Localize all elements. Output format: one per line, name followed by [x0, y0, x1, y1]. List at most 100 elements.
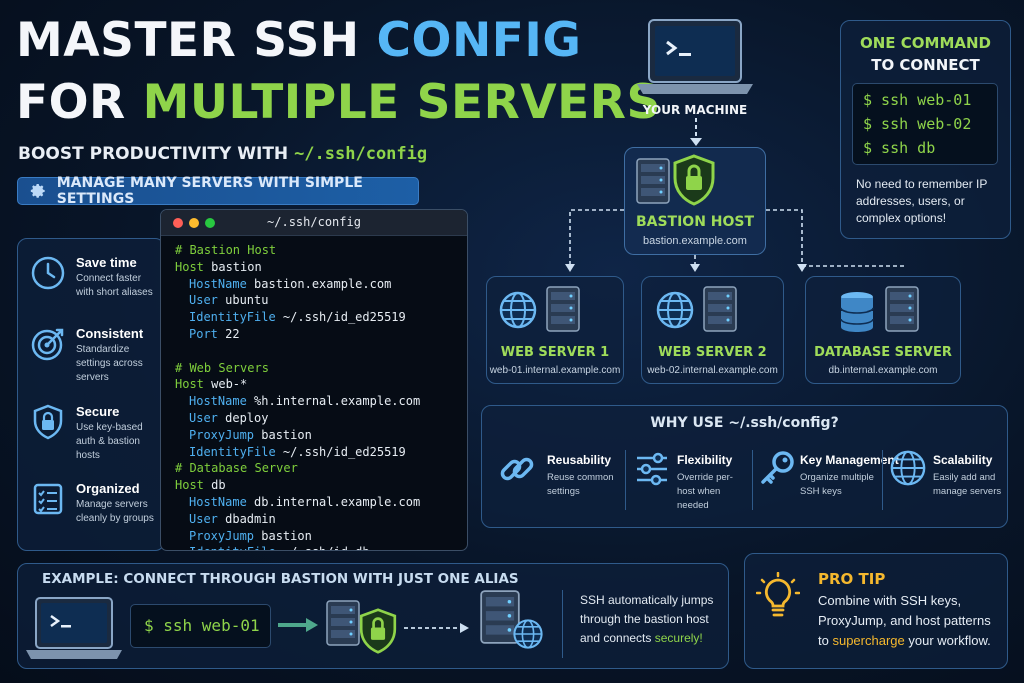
one-command-title: ONE COMMAND	[859, 34, 991, 52]
why-item-title: Reusability	[547, 453, 612, 467]
dashed-arrow-right	[404, 623, 469, 633]
bastion-label: BASTION HOST	[635, 214, 755, 230]
config-value: bastion.example.com	[246, 276, 392, 291]
title-line-2: FOR MULTIPLE SERVERS	[16, 78, 661, 128]
benefit-title: Consistent	[76, 326, 144, 341]
why-item-desc: Reuse common settings	[547, 472, 614, 497]
link-icon	[500, 457, 534, 481]
banner: MANAGE MANY SERVERS WITH SIMPLE SETTINGS	[17, 175, 419, 207]
why-item-title: Key Management	[800, 453, 899, 467]
config-titlebar: ~/.ssh/config	[161, 210, 467, 236]
config-line: # Database Server	[175, 460, 467, 477]
config-line: Port 22	[175, 326, 467, 343]
config-value: bastion	[254, 528, 312, 543]
server-host: web-01.internal.example.com	[489, 365, 621, 376]
server-label: WEB SERVER 1	[500, 345, 610, 360]
database-server-node	[805, 276, 961, 384]
example-title: EXAMPLE: CONNECT THROUGH BASTION WITH JU…	[42, 571, 519, 587]
banner-text: MANAGE MANY SERVERS WITH SIMPLE SETTINGS	[56, 175, 363, 207]
config-key: IdentityFile	[189, 545, 276, 550]
config-line: HostName db.internal.example.com	[175, 494, 467, 511]
config-line: Host bastion	[175, 259, 467, 276]
server-icon	[703, 286, 737, 332]
config-title: ~/.ssh/config	[267, 215, 361, 229]
config-line: ProxyJump bastion	[175, 528, 467, 545]
config-comment: # Web Servers	[175, 360, 269, 375]
config-line: HostName bastion.example.com	[175, 276, 467, 293]
config-line: User deploy	[175, 410, 467, 427]
server-icon	[546, 286, 580, 332]
checklist-icon	[33, 483, 63, 515]
arrow-down	[690, 118, 702, 146]
server-host: db.internal.example.com	[828, 365, 938, 376]
maximize-dot[interactable]	[205, 218, 215, 228]
close-dot[interactable]	[173, 218, 183, 228]
database-icon	[840, 292, 874, 332]
why-title: WHY USE ~/.ssh/config?	[650, 415, 839, 431]
config-value: 22	[217, 326, 240, 341]
config-line: HostName %h.internal.example.com	[175, 393, 467, 410]
title-line-1: MASTER SSH CONFIG	[16, 16, 581, 66]
config-comment: # Bastion Host	[175, 243, 277, 257]
benefit-desc: Manage servers cleanly by groups	[76, 499, 154, 524]
config-line	[175, 343, 467, 360]
config-value: bastion	[203, 259, 262, 274]
server-host: web-02.internal.example.com	[647, 365, 778, 376]
config-line: # Bastion Host	[175, 242, 467, 259]
benefits-panel	[17, 238, 165, 551]
pro-tip-text-c: your workflow.	[904, 633, 991, 648]
one-command-note: No need to remember IP addresses, users,…	[856, 177, 988, 225]
config-value: dbadmin	[217, 511, 276, 526]
pro-tip-title: PRO TIP	[818, 570, 886, 588]
server-icon	[885, 286, 919, 332]
server-icon	[480, 590, 520, 644]
config-key: Host	[175, 259, 204, 274]
globe-icon	[890, 450, 926, 486]
subtitle-code: ~/.ssh/config	[294, 144, 428, 164]
example-desc-highlight: securely!	[654, 631, 703, 645]
laptop-icon	[637, 19, 753, 94]
sliders-icon	[637, 452, 667, 486]
globe-icon	[513, 619, 543, 649]
config-key: Host	[175, 377, 204, 392]
config-key: IdentityFile	[189, 310, 276, 325]
globe-icon	[499, 291, 537, 329]
divider	[562, 590, 563, 658]
arrow-right	[278, 618, 318, 632]
pro-tip-highlight: supercharge	[832, 633, 905, 648]
why-item-title: Scalability	[933, 453, 993, 467]
config-key: HostName	[189, 494, 247, 509]
config-key: HostName	[189, 394, 247, 409]
machine-label: YOUR MACHINE	[642, 103, 748, 117]
minimize-dot[interactable]	[189, 218, 199, 228]
config-value: ~/.ssh/id_ed25519	[275, 310, 406, 325]
title-part: FOR	[16, 75, 143, 130]
benefit-desc: Standardize settings across servers	[76, 344, 143, 383]
clock-icon	[31, 256, 65, 290]
benefit-desc: Connect faster with short aliases	[76, 273, 153, 298]
why-item-desc: Override per-host when needed	[677, 472, 733, 511]
pro-tip-panel	[744, 553, 1008, 669]
example-command: $ ssh web-01	[130, 604, 271, 648]
example-desc: SSH automatically jumps through the bast…	[580, 591, 720, 648]
config-comment: # Database Server	[175, 461, 298, 476]
config-key: Port	[189, 326, 218, 341]
config-key: Host	[175, 478, 204, 493]
benefit-title: Secure	[76, 404, 120, 419]
pro-tip-text: Combine with SSH keys, ProxyJump, and ho…	[818, 591, 1000, 651]
key-icon	[761, 451, 794, 484]
config-line: ProxyJump bastion	[175, 427, 467, 444]
command-terminal: $ ssh web-01 $ ssh web-02 $ ssh db	[852, 83, 998, 165]
config-value: db	[203, 478, 226, 493]
gear-icon	[30, 184, 45, 198]
server-icon	[326, 600, 360, 646]
config-line: IdentityFile ~/.ssh/id_ed25519	[175, 309, 467, 326]
config-line: Host db	[175, 477, 467, 494]
subtitle: BOOST PRODUCTIVITY WITH ~/.ssh/config	[18, 144, 427, 164]
config-value: db.internal.example.com	[246, 494, 421, 509]
config-value: ~/.ssh/id_ed25519	[275, 444, 406, 459]
divider	[625, 450, 626, 510]
config-value: web-*	[203, 377, 248, 392]
